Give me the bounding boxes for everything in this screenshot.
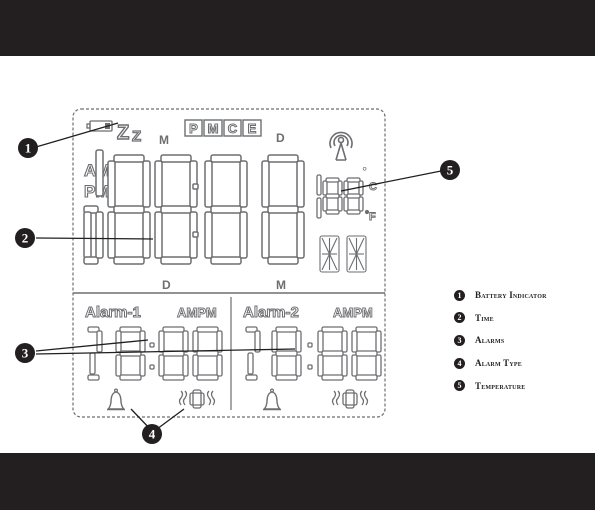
radio-signal-icon: [330, 132, 352, 160]
callout-number: 1: [25, 141, 32, 156]
legend-item-battery-indicator: 1 Battery Indicator: [454, 284, 594, 307]
legend: 1 Battery Indicator 2 Time 3 Alarms 4 Al…: [454, 284, 594, 397]
legend-number: 3: [454, 335, 465, 346]
time-bottom-m-label: M: [276, 278, 286, 292]
alarm2-digits: [246, 327, 381, 380]
time-top-m-label: M: [159, 133, 169, 147]
legend-number: 2: [454, 312, 465, 323]
callout-number: 2: [22, 231, 29, 246]
temperature-digits: [317, 175, 369, 218]
svg-text:Z: Z: [132, 128, 141, 145]
temperature-degree-symbol: °: [362, 164, 367, 179]
callout-number: 4: [149, 427, 156, 442]
callout-number: 3: [22, 346, 29, 361]
starburst-digits: [320, 236, 366, 272]
legend-item-alarm-type: 4 Alarm Type: [454, 352, 594, 375]
legend-label: Temperature: [475, 381, 525, 391]
callout-3: 3: [15, 343, 35, 363]
legend-label: Time: [475, 313, 494, 323]
alarm2-label: Alarm-2: [243, 304, 299, 321]
mode-letter-c: C: [228, 121, 238, 136]
mode-letters: P M C E: [185, 120, 261, 136]
legend-number: 1: [454, 290, 465, 301]
vibrate-icon: [180, 390, 215, 408]
callout-2: 2: [15, 228, 35, 248]
sleep-zz-icon: Z Z: [117, 122, 141, 145]
time-digits: [84, 150, 304, 264]
callout-5: 5: [440, 160, 460, 180]
legend-number: 5: [454, 380, 465, 391]
legend-label: Alarm Type: [475, 358, 522, 368]
alarm1-ampm: AMPM: [177, 305, 217, 320]
legend-item-time: 2 Time: [454, 307, 594, 330]
alarm2-ampm: AMPM: [333, 305, 373, 320]
mode-letter-m: M: [208, 121, 219, 136]
legend-number: 4: [454, 358, 465, 369]
time-bottom-d-label: D: [162, 278, 171, 292]
legend-item-alarms: 3 Alarms: [454, 329, 594, 352]
callout-1: 1: [18, 138, 38, 158]
temperature-unit-c: C: [369, 181, 377, 193]
bell-icon: [263, 389, 281, 409]
legend-label: Battery Indicator: [475, 290, 547, 300]
svg-text:Z: Z: [117, 122, 129, 144]
vibrate-icon: [333, 390, 368, 408]
temperature-unit-f: F: [369, 211, 376, 223]
legend-item-temperature: 5 Temperature: [454, 374, 594, 397]
callout-4: 4: [142, 424, 162, 444]
callout-number: 5: [447, 163, 454, 178]
bell-icon: [107, 389, 125, 409]
alarm1-digits: [88, 327, 222, 380]
mode-letter-e: E: [248, 121, 257, 136]
mode-letter-p: P: [189, 121, 198, 136]
alarm1-label: Alarm-1: [85, 304, 141, 321]
legend-label: Alarms: [475, 335, 504, 345]
time-top-d-label: D: [276, 131, 285, 145]
